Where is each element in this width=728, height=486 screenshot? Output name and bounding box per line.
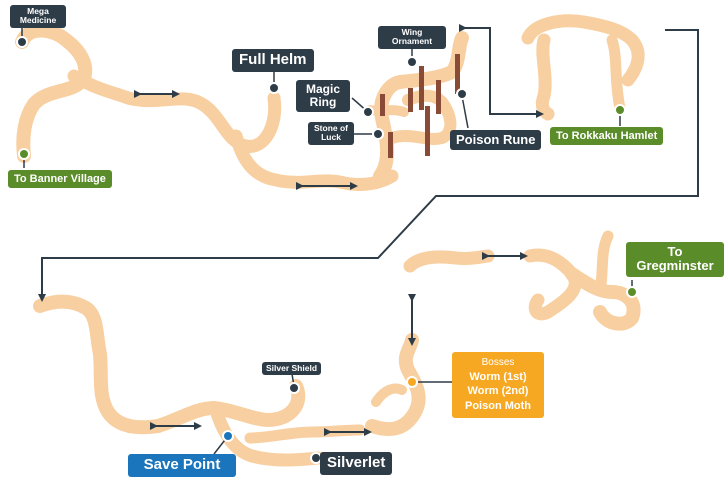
cave-bottom-right-c xyxy=(594,230,614,296)
gregminster-line1: To xyxy=(667,244,683,259)
save-point-dot xyxy=(222,430,234,442)
cave-bottom-mid-c xyxy=(371,383,407,407)
full-helm-label: Full Helm xyxy=(232,49,314,72)
location-dots xyxy=(16,36,638,464)
rokkaku-hamlet-dot xyxy=(614,104,626,116)
poison-rune-label: Poison Rune xyxy=(450,130,542,151)
cave-top-right xyxy=(521,14,645,87)
to-rokkaku-hamlet-label[interactable]: To Rokkaku Hamlet xyxy=(550,127,664,146)
cave-top-left-b xyxy=(67,69,282,153)
route-pillar-to-rokkaku xyxy=(459,24,544,118)
wing-ornament-label: Wing Ornament xyxy=(378,26,446,49)
cave-top-left xyxy=(15,23,93,163)
cave-bottom-mid-b xyxy=(403,249,495,273)
cave-top-left-c xyxy=(229,129,399,191)
to-gregminster-label[interactable]: To Gregminster xyxy=(626,242,724,277)
boss-worm-2nd: Worm (2nd) xyxy=(467,385,529,398)
bosses-panel: Bosses Worm (1st) Worm (2nd) Poison Moth xyxy=(452,352,544,419)
gregminster-dot xyxy=(626,286,638,298)
pillars xyxy=(380,54,460,158)
cave-bottom-mid xyxy=(365,333,426,437)
full-helm-dot xyxy=(268,82,280,94)
boss-worm-1st: Worm (1st) xyxy=(469,370,527,383)
to-banner-village-label[interactable]: To Banner Village xyxy=(8,170,112,189)
wing-ornament-dot xyxy=(406,56,418,68)
stone-of-luck-dot xyxy=(372,128,384,140)
bosses-dot xyxy=(406,376,418,388)
banner-village-dot xyxy=(18,148,30,160)
mega-medicine-dot xyxy=(16,36,28,48)
save-point-label[interactable]: Save Point xyxy=(128,454,236,477)
cave-top-right-b xyxy=(535,33,555,121)
silverlet-label: Silverlet xyxy=(320,452,393,475)
cave-bottom-left xyxy=(33,294,165,435)
silver-shield-label: Silver Shield xyxy=(262,362,322,376)
mega-medicine-label: Mega Medicine xyxy=(10,5,66,28)
gregminster-line2: Gregminster xyxy=(636,258,714,274)
cave-top-right-c xyxy=(606,34,626,114)
boss-poison-moth: Poison Moth xyxy=(465,400,531,413)
magic-ring-dot xyxy=(362,106,374,118)
route-lines xyxy=(38,24,699,302)
cave-pillar-room-b xyxy=(386,89,457,145)
route-to-bottom-left xyxy=(38,29,699,302)
cave-pillar-room-c xyxy=(365,105,409,117)
passage-arrows xyxy=(134,90,528,436)
magic-ring-label: Magic Ring xyxy=(296,80,350,113)
stone-of-luck-label: Stone of Luck xyxy=(308,122,354,145)
cave-bottom-right-b xyxy=(565,267,641,331)
poison-rune-dot xyxy=(456,88,468,100)
cave-bottom-right xyxy=(523,248,582,321)
bosses-header: Bosses xyxy=(481,357,515,368)
cave-bottom-left-c xyxy=(209,403,325,467)
cave-bottom-left-b xyxy=(151,379,306,433)
silver-shield-dot xyxy=(288,382,300,394)
